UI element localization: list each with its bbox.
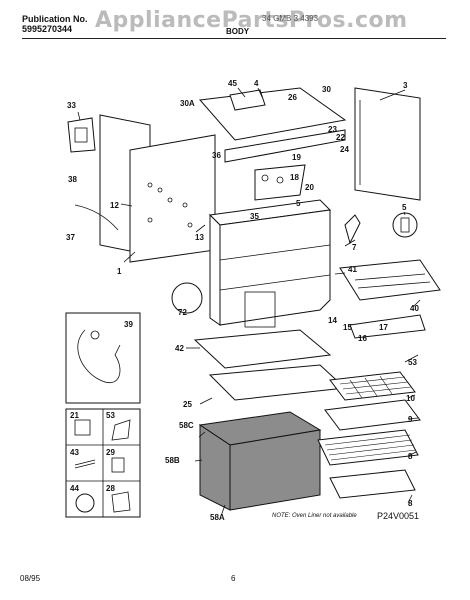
model-number: 34 GMB 3 4393: [262, 14, 319, 23]
callout-4: 4: [254, 79, 259, 88]
hinge-spring: [344, 214, 361, 245]
oven-rack-lower: [329, 469, 416, 499]
surface-burner-wiring: [254, 164, 306, 201]
callout-44: 44: [70, 484, 79, 493]
watermark: AppliancePartsPros.com: [95, 8, 408, 33]
publication-label-text: Publication No.: [22, 14, 88, 24]
terminal-block: [67, 117, 96, 153]
callout-22: 22: [336, 133, 345, 142]
callout-58a: 58A: [210, 513, 225, 522]
callout-26: 26: [288, 93, 297, 102]
callout-37: 37: [66, 233, 75, 242]
insulation-pad: [208, 364, 347, 401]
diagram-code: P24V0051: [377, 511, 420, 521]
callout-30a: 30A: [180, 99, 195, 108]
top-frame: [198, 87, 347, 163]
callout-12: 12: [110, 201, 119, 210]
callout-5: 5: [402, 203, 407, 212]
callout-72: 72: [178, 308, 187, 317]
callout-29: 29: [106, 448, 115, 457]
publication-number: 5995270344: [22, 24, 73, 34]
callout-8-lower: 8: [408, 499, 413, 508]
callout-1: 1: [117, 267, 122, 276]
oven-liner-note: NOTE: Oven Liner not available: [272, 513, 357, 519]
callout-15: 15: [343, 323, 352, 332]
drawer-rail: [349, 314, 426, 339]
callout-3: 3: [403, 81, 408, 90]
callout-14: 14: [328, 316, 337, 325]
callout-7: 7: [352, 243, 357, 252]
callout-58b: 58B: [165, 456, 180, 465]
callout-2: 5: [296, 199, 301, 208]
callout-24: 24: [340, 145, 349, 154]
callout-36: 36: [212, 151, 221, 160]
publication-label: Publication No. 5995270344: [22, 14, 88, 34]
body-frame: [208, 199, 332, 328]
callout-8-upper: 8: [408, 452, 413, 461]
callout-53: 53: [408, 358, 417, 367]
callout-20: 20: [305, 183, 314, 192]
drawer-assembly: [339, 259, 441, 301]
callout-13: 13: [195, 233, 204, 242]
callout-9: 9: [408, 415, 413, 424]
header-rule: [22, 38, 446, 39]
callout-58c: 58C: [179, 421, 194, 430]
broiler-pan: [329, 371, 416, 401]
ground-wire: [74, 204, 119, 231]
callout-42: 42: [175, 344, 184, 353]
revision-date: 08/95: [20, 574, 41, 583]
callout-10: 10: [406, 394, 415, 403]
bottom-panel: [193, 329, 332, 369]
callout-43: 43: [70, 448, 79, 457]
callout-41: 41: [348, 265, 357, 274]
leader-lines: [77, 87, 421, 517]
callout-labels: 33 38 12 37 1 13 45 4 30A 26 30 3 23 22 …: [66, 79, 419, 522]
callout-16: 16: [358, 334, 367, 343]
broiler-pan-bottom: [324, 399, 421, 431]
callout-23: 23: [328, 125, 337, 134]
callout-39: 39: [124, 320, 133, 329]
leveling-leg: [392, 212, 418, 238]
oven-rack: [317, 429, 419, 466]
callout-28: 28: [106, 484, 115, 493]
control-knob: [171, 282, 203, 314]
callout-30: 30: [322, 85, 331, 94]
callout-35: 35: [250, 212, 259, 221]
service-cord-box: [65, 312, 141, 404]
callout-49: 53: [106, 411, 115, 420]
small-parts-grid: [65, 408, 141, 518]
back-panel: [99, 114, 216, 263]
side-panel: [354, 87, 421, 201]
callout-45: 45: [228, 79, 237, 88]
callout-19: 19: [292, 153, 301, 162]
callout-17: 17: [379, 323, 388, 332]
callout-38: 38: [68, 175, 77, 184]
section-title: BODY: [226, 27, 250, 36]
callout-21: 21: [70, 411, 79, 420]
page-number: 6: [231, 574, 236, 583]
oven-insulation: [198, 411, 322, 511]
callout-18: 18: [290, 173, 299, 182]
callout-33: 33: [67, 101, 76, 110]
callout-25: 25: [183, 400, 192, 409]
callout-40: 40: [410, 304, 419, 313]
